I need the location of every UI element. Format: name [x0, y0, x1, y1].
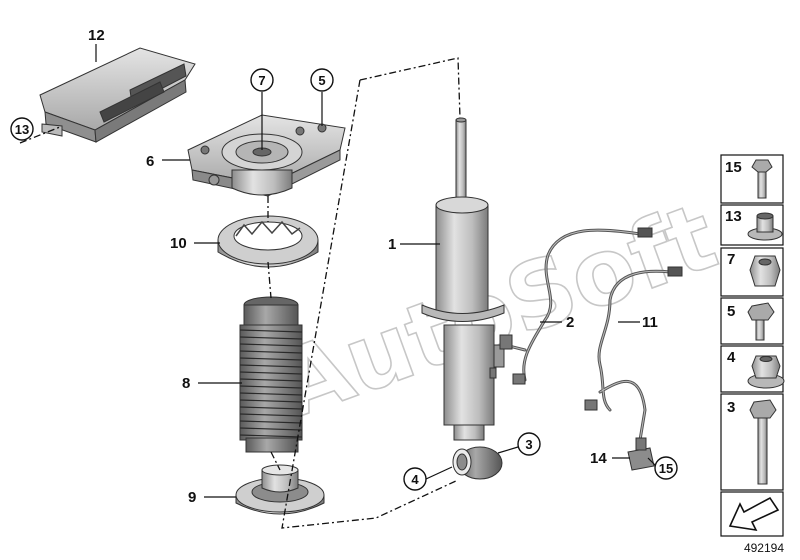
- callout-7-circle: 7: [250, 68, 274, 92]
- bellows-rib: [239, 385, 303, 389]
- leader-lines: [95, 44, 657, 498]
- callout-11: 11: [642, 314, 658, 331]
- bellows-rib: [239, 357, 303, 361]
- callout-10: 10: [170, 235, 187, 252]
- bellows-rib: [239, 329, 303, 333]
- assembly-lines: [19, 57, 461, 529]
- callout-4: 4: [411, 472, 419, 487]
- bellows-rib: [239, 336, 303, 340]
- callout-6: 6: [146, 153, 154, 170]
- bellows-rib: [239, 392, 303, 396]
- document-number: 492194: [744, 541, 784, 555]
- arrow-down-left-icon: [728, 496, 780, 532]
- callout-15: 15: [659, 461, 673, 476]
- sensor-cable-11-part: [584, 266, 683, 442]
- control-unit-part: [39, 47, 196, 143]
- callout-8: 8: [182, 375, 190, 392]
- bellows-rib: [239, 371, 303, 375]
- callout-3: 3: [525, 437, 532, 452]
- bellows-rib: [239, 420, 303, 424]
- callout-5: 5: [318, 73, 325, 88]
- sidebar-label-3: 3: [727, 399, 735, 416]
- flange-nut-icon: [747, 212, 783, 241]
- bellows-part: [239, 296, 303, 453]
- bellows-rib: [239, 399, 303, 403]
- bellows-rib: [239, 364, 303, 368]
- callout-4-circle: 4: [403, 467, 427, 491]
- lower-spring-seat-part: [235, 464, 325, 515]
- sidebar-label-4: 4: [727, 349, 736, 366]
- callout-9: 9: [188, 489, 196, 506]
- bellows-rib: [239, 413, 303, 417]
- sidebar-label-5: 5: [727, 303, 735, 320]
- sidebar-label-15: 15: [725, 159, 742, 176]
- sidebar-label-7: 7: [727, 251, 735, 268]
- torx-bolt-icon: [751, 159, 773, 199]
- fastener-sidebar: 15 13 7 5 4: [720, 154, 785, 537]
- sensor-cable-2-part: [499, 227, 653, 385]
- callout-13-circle: 13: [10, 117, 34, 141]
- hex-nut-icon: [749, 255, 781, 287]
- callout-15-circle: 15: [654, 456, 678, 480]
- long-bolt-icon: [749, 399, 777, 485]
- bellows-rib: [239, 427, 303, 431]
- top-mount-part: [187, 114, 346, 197]
- hex-bolt-icon: [747, 302, 775, 341]
- callout-5-circle: 5: [310, 68, 334, 92]
- sidebar-label-13: 13: [725, 208, 742, 225]
- callout-2: 2: [566, 314, 574, 331]
- bellows-rib: [239, 350, 303, 354]
- callout-3-circle: 3: [517, 432, 541, 456]
- bellows-rib: [239, 406, 303, 410]
- collar-nut-icon: [747, 355, 785, 389]
- bellows-rib: [239, 434, 303, 438]
- shock-absorber-part: [421, 117, 505, 480]
- callout-1: 1: [388, 236, 396, 253]
- callout-14: 14: [590, 450, 607, 467]
- sensor-bracket-part: [627, 437, 655, 471]
- bellows-rib: [239, 378, 303, 382]
- callout-12: 12: [88, 27, 105, 44]
- callout-7: 7: [258, 73, 265, 88]
- bellows-rib: [239, 343, 303, 347]
- spring-pad-part: [217, 215, 319, 268]
- callout-13: 13: [15, 122, 29, 137]
